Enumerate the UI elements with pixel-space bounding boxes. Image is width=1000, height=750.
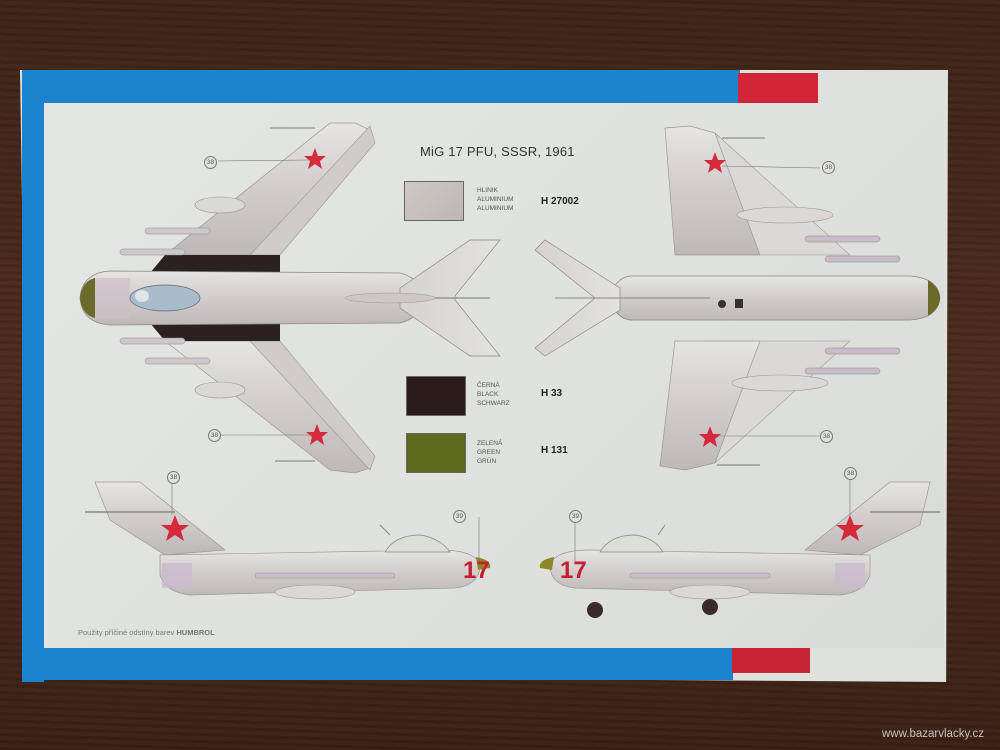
decal-callout-star: 38 [822,161,835,174]
aircraft-top-view [79,122,501,474]
website-watermark: www.bazarvlacky.cz [882,728,985,740]
aircraft-side-number: 17 [560,557,587,584]
color-swatch-black [406,376,466,416]
aircraft-title: MiG 17 PFU, SSSR, 1961 [420,144,575,159]
box-red-stripe-bottom [732,643,810,673]
aircraft-right-side-view [539,480,940,618]
box-blue-stripe-top [22,70,740,103]
color-swatch-aluminium [404,181,464,221]
box-blue-stripe-left [22,70,44,682]
aircraft-side-number: 17 [463,557,490,584]
decal-callout-star: 38 [820,430,833,443]
color-names-black: ČERNÁ BLACK SCHWARZ [477,382,510,407]
box-red-stripe-top [738,73,818,105]
color-code-green: H 131 [541,445,568,456]
color-code-black: H 33 [541,388,563,399]
color-swatch-green [406,433,466,473]
decal-callout-number: 39 [453,510,466,523]
decal-callout-star: 38 [167,471,180,484]
decal-callout-star: 38 [208,429,221,442]
decal-callout-star: 38 [204,156,217,169]
color-code-aluminium: H 27002 [541,196,579,207]
box-blue-stripe-bottom [38,648,733,680]
aircraft-left-side-view [85,480,491,600]
decal-callout-number: 39 [569,510,582,523]
paint-brand-note: Použity příčiné odstíny barev HUMBROL [78,628,215,637]
aircraft-bottom-view [534,125,941,471]
color-names-aluminium: HLINIK ALUMINIUM ALUMINIUM [477,187,514,212]
color-names-green: ZELENÁ GREEN GRÜN [477,440,503,465]
decal-callout-star: 38 [844,467,857,480]
